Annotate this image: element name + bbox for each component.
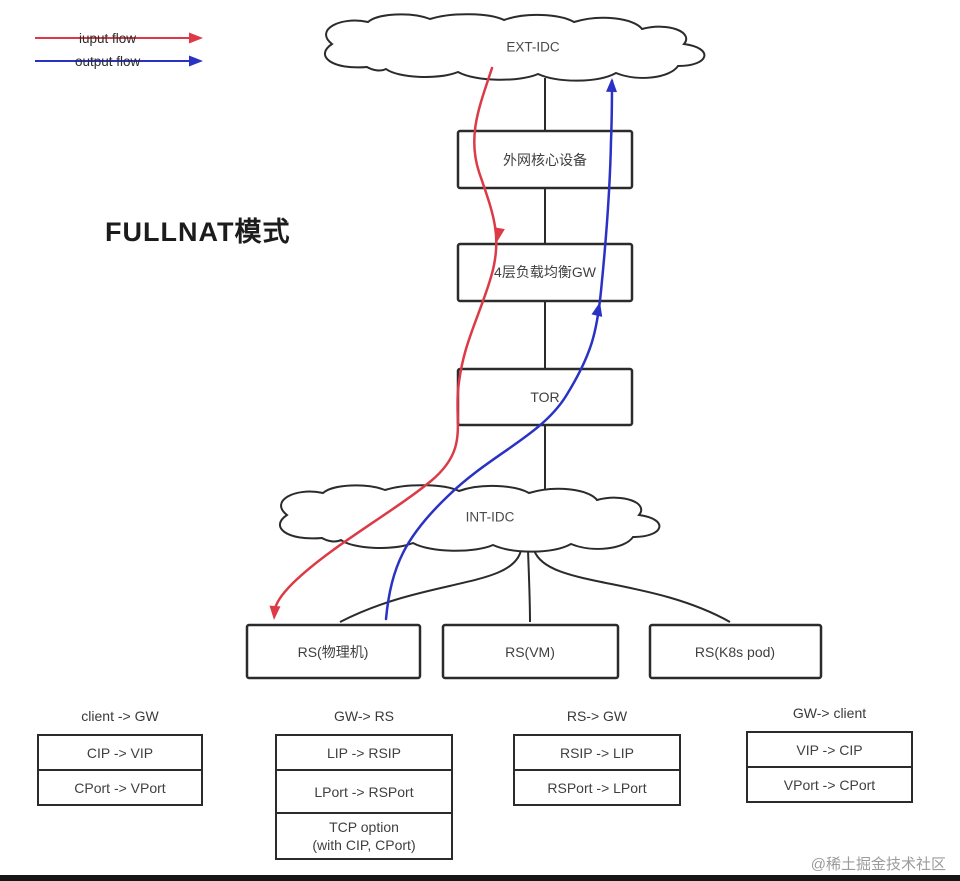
fan-line-middle (527, 549, 531, 623)
fan-line-left (339, 549, 522, 623)
node-rs-k8s-label: RS(K8s pod) (695, 644, 775, 660)
flow-table-gw-client: GW-> client VIP -> CIP VPort -> CPort (746, 703, 913, 803)
node-tor-label: TOR (530, 389, 559, 405)
table-cell-line2: (with CIP, CPort) (312, 837, 416, 853)
table-cell: VPort -> CPort (783, 776, 876, 793)
node-rs-vm-label: RS(VM) (505, 644, 555, 660)
node-core-device-label: 外网核心设备 (503, 152, 587, 168)
diagram-title: FULLNAT模式 (105, 217, 290, 247)
output-flow-arrow-mid (591, 302, 603, 317)
input-flow-arrow-mid (494, 227, 505, 242)
flow-table-client-gw-box: CIP -> VIP CPort -> VPort (37, 734, 203, 806)
legend-output-label: output flow (75, 54, 141, 69)
node-rs-physical-label: RS(物理机) (298, 644, 369, 660)
node-l4-gw-box (456, 242, 634, 303)
input-flow-path (272, 66, 498, 615)
cloud-int-idc-label: INT-IDC (466, 510, 515, 525)
table-cell: TCP option (with CIP, CPort) (277, 814, 451, 858)
flow-table-rs-gw: RS-> GW RSIP -> LIP RSPort -> LPort (513, 706, 681, 806)
node-core-device-box (456, 129, 634, 190)
watermark: @稀土掘金技术社区 (810, 856, 946, 873)
table-cell: RSPort -> LPort (547, 779, 647, 796)
legend-output-arrow (189, 55, 203, 67)
bottom-bar (0, 875, 960, 881)
flow-table-gw-client-box: VIP -> CIP VPort -> CPort (746, 731, 913, 803)
cloud-ext-idc-label: EXT-IDC (506, 40, 560, 55)
flow-table-gw-client-title: GW-> client (792, 705, 867, 721)
legend-input-arrow (189, 32, 203, 44)
table-cell: CIP -> VIP (39, 736, 201, 771)
legend-input-label: iuput flow (79, 31, 136, 46)
table-cell: LPort -> RSPort (277, 771, 451, 814)
node-rs-physical-box (245, 623, 422, 680)
table-cell: VIP -> CIP (748, 733, 911, 768)
flow-table-gw-rs-box: LIP -> RSIP LPort -> RSPort TCP option (… (275, 734, 453, 860)
fan-line-right (533, 549, 731, 623)
node-l4-gw-label: 4层负载均衡GW (494, 264, 597, 280)
flow-table-client-gw: client -> GW CIP -> VIP CPort -> VPort (37, 706, 203, 806)
node-rs-vm-box (441, 623, 620, 680)
flow-table-gw-rs: GW-> RS LIP -> RSIP LPort -> RSPort TCP … (275, 706, 453, 860)
flow-table-rs-gw-box: RSIP -> LIP RSPort -> LPort (513, 734, 681, 806)
output-flow-arrow-end (606, 78, 618, 93)
table-cell-line1: TCP option (329, 818, 399, 835)
flow-table-gw-rs-title: GW-> RS (333, 708, 395, 724)
table-cell: LIP -> RSIP (277, 736, 451, 771)
table-cell: CPort -> VPort (74, 779, 166, 796)
node-rs-k8s-box (648, 623, 823, 680)
table-cell: RSIP -> LIP (515, 736, 679, 771)
input-flow-arrow-end (269, 605, 281, 620)
output-flow-path (384, 79, 614, 621)
flow-table-rs-gw-title: RS-> GW (566, 708, 628, 724)
flow-table-client-gw-title: client -> GW (81, 708, 159, 724)
